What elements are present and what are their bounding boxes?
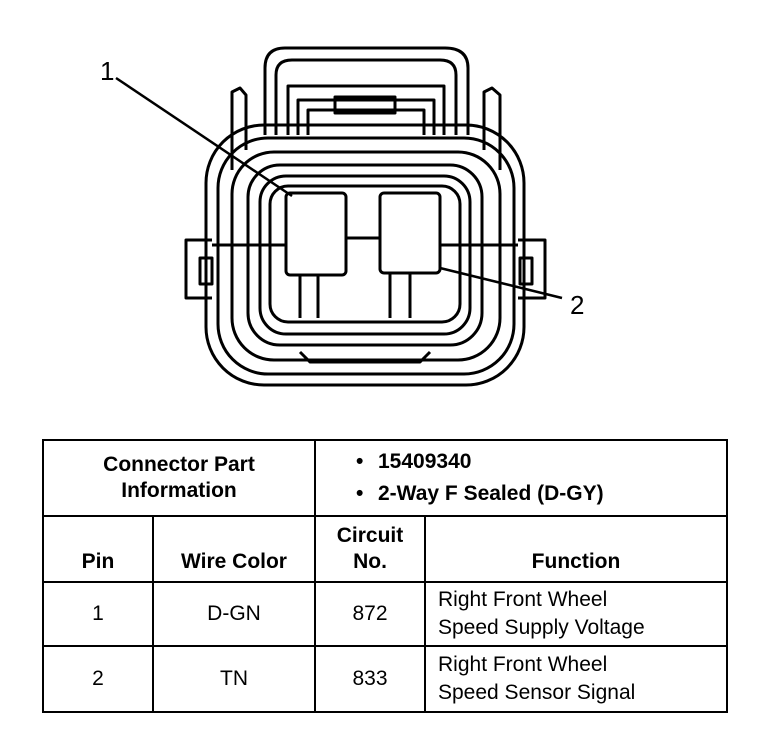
terminal-pin-1	[284, 191, 348, 277]
connector-part-info-header: Connector Part Information	[42, 439, 316, 517]
callout-2-label: 2	[570, 290, 584, 320]
connector-info-table: Connector Part Information •15409340 •2-…	[42, 439, 728, 713]
table-row: 2 TN 833 Right Front Wheel Speed Sensor …	[42, 645, 728, 713]
inner-ribs	[212, 236, 518, 318]
table-row: 1 D-GN 872 Right Front Wheel Speed Suppl…	[42, 581, 728, 647]
wire-color-column-header: Wire Color	[152, 515, 316, 583]
part-number-item: •15409340	[356, 446, 726, 478]
circuit-cell: 872	[314, 581, 426, 647]
connector-latch	[263, 46, 470, 135]
info-header-line-1: Connector Part	[103, 453, 255, 476]
function-column-header: Function	[424, 515, 728, 583]
pin-cell: 1	[42, 581, 154, 647]
callout-2-leader	[439, 266, 563, 300]
part-info-row: Connector Part Information •15409340 •2-…	[42, 439, 728, 517]
bullet-icon: •	[356, 450, 364, 473]
function-cell: Right Front Wheel Speed Supply Voltage	[424, 581, 728, 647]
terminal-pin-2	[378, 191, 442, 275]
part-info-list: •15409340 •2-Way F Sealed (D-GY)	[314, 439, 728, 517]
wire-color-cell: TN	[152, 645, 316, 713]
side-ears	[184, 86, 547, 300]
bullet-icon: •	[356, 482, 364, 505]
connector-type-item: •2-Way F Sealed (D-GY)	[356, 478, 726, 510]
circuit-cell: 833	[314, 645, 426, 713]
connector-housing	[204, 123, 526, 387]
function-cell: Right Front Wheel Speed Sensor Signal	[424, 645, 728, 713]
column-header-row: Pin Wire Color Circuit No. Function	[42, 515, 728, 583]
info-header-line-2: Information	[121, 479, 237, 502]
pin-cell: 2	[42, 645, 154, 713]
circuit-column-header: Circuit No.	[314, 515, 426, 583]
callout-1-leader	[115, 76, 293, 198]
wire-color-cell: D-GN	[152, 581, 316, 647]
connector-diagram: 1 2	[100, 46, 584, 387]
callout-1-label: 1	[100, 56, 114, 86]
pin-column-header: Pin	[42, 515, 154, 583]
